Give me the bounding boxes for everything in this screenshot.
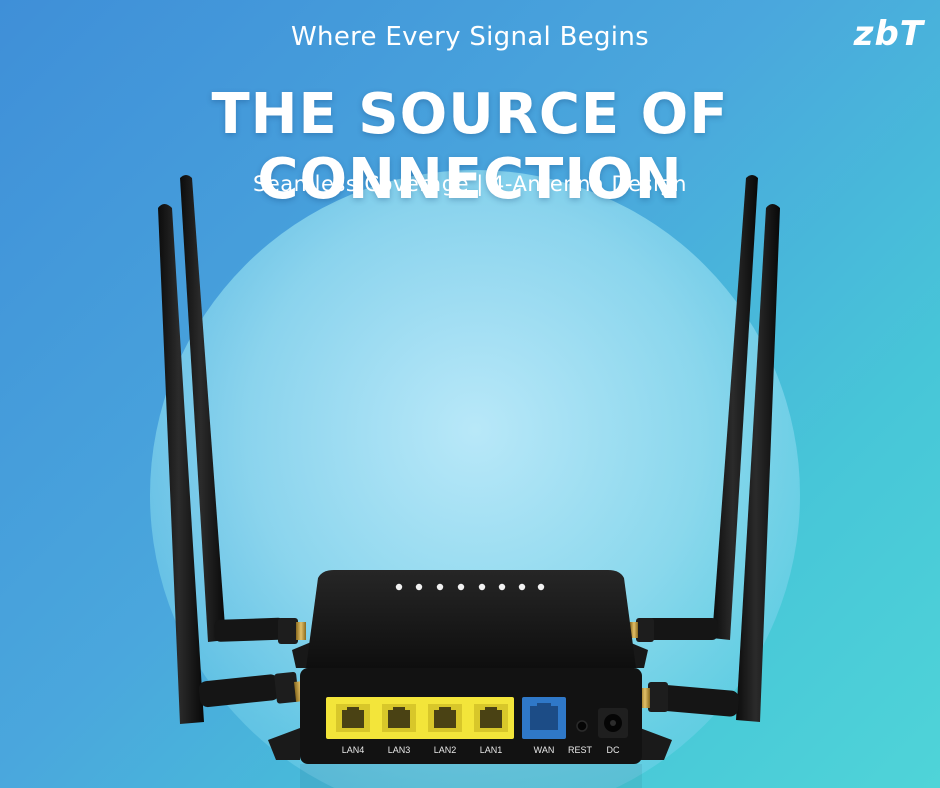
- label-wan: WAN: [534, 745, 555, 755]
- label-lan2: LAN2: [434, 745, 457, 755]
- subheadline: Seamless Coverage | 4-Antenna Design: [253, 172, 687, 196]
- label-lan3: LAN3: [388, 745, 411, 755]
- label-dc: DC: [607, 745, 620, 755]
- mounting-ear-right: [640, 728, 672, 760]
- lan-ports: [336, 704, 508, 732]
- router-reflection: [300, 764, 642, 788]
- mounting-ear-left: [268, 728, 300, 760]
- status-leds: [395, 583, 545, 591]
- antenna-right-back: [630, 175, 758, 642]
- dc-power-jack: [598, 708, 628, 738]
- reset-button: [576, 720, 588, 732]
- label-lan4: LAN4: [342, 745, 365, 755]
- tagline: Where Every Signal Begins: [291, 22, 649, 52]
- antenna-left-front: [158, 204, 309, 724]
- antenna-left-back: [180, 175, 306, 644]
- label-reset: REST: [568, 745, 593, 755]
- brand-logo: zbT: [853, 14, 924, 54]
- lan-port-block: [326, 697, 514, 739]
- wan-port: [522, 697, 566, 739]
- router-top: [306, 570, 636, 668]
- antenna-right-front: [640, 204, 780, 722]
- label-lan1: LAN1: [480, 745, 503, 755]
- headline: THE SOURCE OF CONNECTION: [211, 82, 729, 212]
